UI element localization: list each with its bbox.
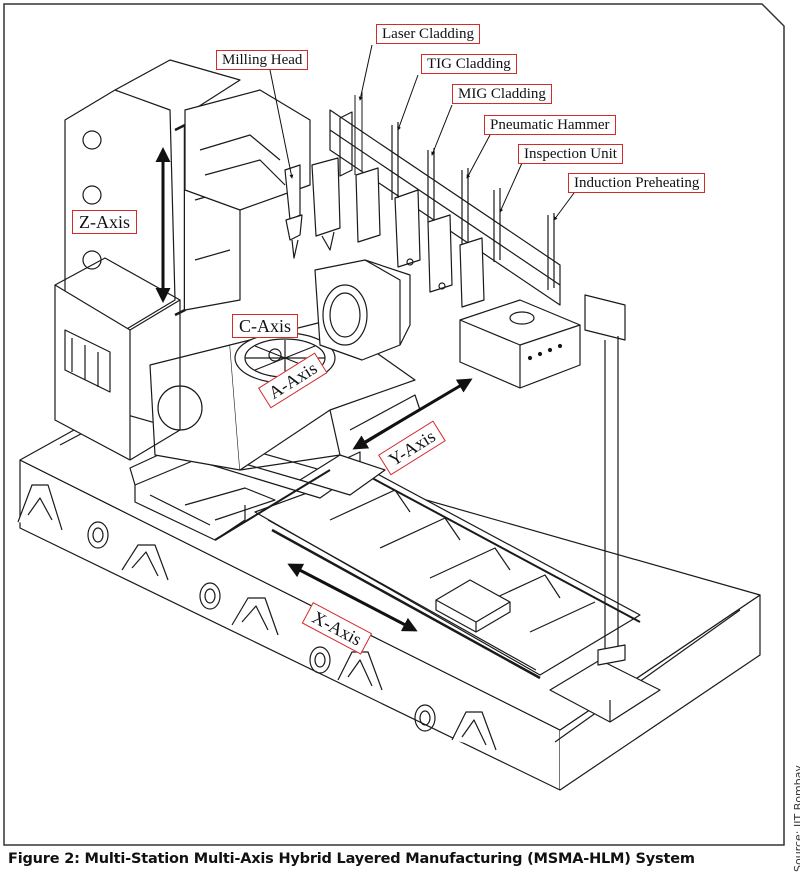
induction-unit [459,294,626,666]
pneumatic-hammer-label: Pneumatic Hammer [484,115,616,135]
figure-caption: Figure 2: Multi-Station Multi-Axis Hybri… [8,851,695,867]
axis-arrows [155,147,473,632]
z-axis-label: Z-Axis [72,210,137,234]
base-holes [87,521,436,732]
leader-lines [269,44,575,221]
figure-frame [3,3,785,846]
inspection-unit-label: Inspection Unit [518,144,623,164]
laser-cladding-label: Laser Cladding [376,24,481,44]
mig-cladding-label: MIG Cladding [452,84,552,104]
base-brackets [17,484,497,751]
rotary-table [149,259,416,471]
x-axis-trough [254,469,661,723]
milling-head-arm [184,89,341,259]
induction-preheating-label: Induction Preheating [568,173,706,193]
milling-head-label: Milling Head [216,50,309,70]
c-axis-label: C-Axis [232,314,299,338]
source-credit: Source: IIT Bombay [792,765,800,872]
tool-rail [329,92,561,308]
tig-cladding-label: TIG Cladding [421,54,517,74]
